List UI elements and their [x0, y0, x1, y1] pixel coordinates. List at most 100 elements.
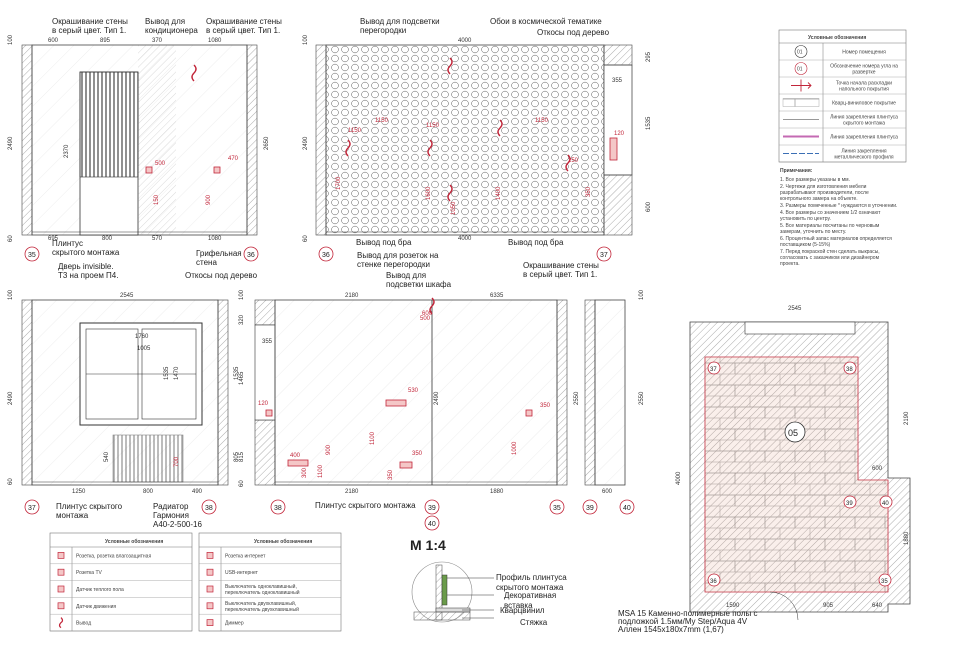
e2-marker-36-label: 36 — [322, 252, 330, 259]
e1-dim-top-3: 370 — [152, 38, 163, 44]
elevation-4: 2180 6335 2180 1880 100 320 1465 815 249… — [239, 289, 580, 531]
e1-label-door-line-2: T3 на проем П4. — [58, 271, 118, 280]
e4-inner-4: 350 — [540, 403, 551, 409]
e1-dim-red-1: 500 — [155, 161, 166, 167]
e2-label-wallpaper: Обои в космической тематике — [490, 17, 602, 26]
e5-marker-39 — [582, 499, 598, 515]
b2-legend-item-2: Выключатель одноклавишный,переключатель … — [225, 583, 300, 596]
b2-legend-icon-2 — [206, 585, 214, 593]
e1-label-door: Дверь invisible.T3 на проем П4. — [58, 262, 118, 280]
e3-dim-side-3: 60 — [8, 478, 14, 485]
e1-label-plinth-line-1: Плинтус — [52, 239, 83, 248]
e1-dim-side-3: 60 — [8, 235, 14, 242]
e2-dim-side-4: 355 — [612, 78, 623, 84]
e4-label-plinth: Плинтус скрытого монтажа — [315, 501, 416, 510]
e2-inner-2: 1150 — [375, 118, 389, 124]
e2-label-partition-light-line-1: Вывод для подсветки — [360, 17, 440, 26]
e1-label-paint-left-line-1: Окрашивание стены — [52, 17, 128, 26]
e3-dim-side-8: 540 — [104, 451, 110, 462]
b1-legend-item-3: Датчик движения — [76, 604, 116, 610]
plan-floor-note-line-2: подложкой 1.5мм/My Step/Aqua 4V — [618, 617, 748, 626]
e4-dim-bot-2: 1880 — [490, 489, 504, 495]
plan-marker-40-label: 40 — [882, 501, 889, 507]
b2-legend-item-4: Диммер — [225, 621, 244, 627]
e4-marker-40-label: 40 — [428, 521, 436, 528]
e4-inner-1: 400 — [290, 453, 301, 459]
e2-marker-37-label: 37 — [600, 252, 608, 259]
e3-label-plinth-line-2: монтажа — [56, 511, 89, 520]
plan-dim-bot-2: 905 — [823, 603, 834, 609]
e2-dim-side-2: 2490 — [303, 136, 309, 150]
e4-dim-side-60: 60 — [239, 480, 245, 487]
detail-label-quartzvinyl: Кварцвинил — [500, 606, 545, 615]
plan-floor-note-line-3: Аллен 1545х180х7mm (1,67) — [618, 625, 724, 634]
e1-dim-bot-2: 800 — [102, 236, 113, 242]
elevation-3: 2545 1250 800 490 100 2490 60 1760 1535 … — [8, 289, 240, 515]
e2-inner-3: 1150 — [426, 123, 440, 129]
plan-marker-36 — [707, 573, 721, 587]
e5-dim-bottom: 600 — [602, 489, 613, 495]
e1-label-door-line-1: Дверь invisible. — [58, 262, 114, 271]
plan-dim-left: 4000 — [676, 471, 682, 485]
e4-inner-8: 350 — [388, 469, 394, 480]
legend-symbol-arrow-icon — [791, 79, 812, 92]
e2-socket-block — [609, 137, 618, 161]
e1-marker-36-label: 36 — [247, 252, 255, 259]
b2-legend-item-1: USB-интернет — [225, 570, 259, 576]
plan-floor — [704, 356, 889, 593]
e4-marker-38 — [270, 499, 286, 515]
plan-room-number: 05 — [788, 428, 798, 438]
e4-dim-top-1: 2180 — [345, 293, 359, 299]
e2-wall-right-bottom — [603, 174, 633, 236]
b2-legend-item-0: Розетка интернет — [225, 553, 266, 559]
e4-outlet-icon — [429, 297, 435, 315]
e4-inner-5: 900 — [326, 444, 332, 455]
e4-marker-39 — [424, 499, 440, 515]
e2-dim-side-6: 600 — [646, 201, 652, 212]
e3-dim-side-1: 100 — [8, 289, 14, 300]
e1-label-paint-right-line-1: Окрашивание стены — [206, 17, 282, 26]
plan-marker-35 — [878, 573, 892, 587]
e1-dim-side-2: 2490 — [8, 136, 14, 150]
notes-title: Примечания: — [780, 168, 813, 174]
e5-dim-side-1: 100 — [639, 289, 645, 300]
e5-wall-left — [584, 299, 596, 486]
e1-label-paint-right-line-2: в серый цвет. Тип 1. — [206, 26, 280, 35]
e1-label-chalk-line-2: стена — [196, 258, 217, 267]
e4-dim-side-3: 1465 — [239, 371, 245, 385]
e2-inner-9: 350 — [586, 186, 592, 197]
e2-inner-7: 1400 — [496, 186, 502, 200]
e2-label-wardrobe-light-line-1: Вывод для — [386, 271, 426, 280]
plan-dim-top: 2545 — [788, 306, 802, 312]
legend-bottom-1-title: Условные обозначения — [105, 538, 163, 545]
legend-output-icon — [58, 617, 64, 629]
e1-label-plinth-line-2: скрытого монтажа — [52, 248, 120, 257]
e4-marker-39-label: 39 — [428, 505, 436, 512]
e2-outlet-icon-1 — [345, 139, 351, 157]
e3-dim-red: 700 — [174, 456, 180, 467]
e2-dim-side-3: 60 — [303, 235, 309, 242]
detail-label-profile-line-1: Профиль плинтуса — [496, 573, 567, 582]
e4-label-paint-line-1: Окрашивание стены — [523, 261, 599, 270]
legend-bottom-1: Условные обозначения Розетка, розетка вл… — [49, 532, 193, 632]
e3-dim-inner-3: 1470 — [174, 366, 180, 380]
e4-socket-1 — [265, 409, 273, 417]
legend-symbol-corner-number-text: 01 — [797, 67, 803, 73]
e3-marker-38-label: 38 — [205, 505, 213, 512]
e5-marker-40-label: 40 — [623, 505, 631, 512]
e1-dim-top-1: 600 — [48, 38, 59, 44]
e4-inner-7: 350 — [412, 451, 423, 457]
e2-inner-10: 250 — [568, 158, 579, 164]
legend-symbol-corner-number — [794, 62, 808, 75]
legend-right-item-0: Номер помещения — [842, 50, 886, 56]
e1-chalk-wall — [138, 45, 176, 235]
